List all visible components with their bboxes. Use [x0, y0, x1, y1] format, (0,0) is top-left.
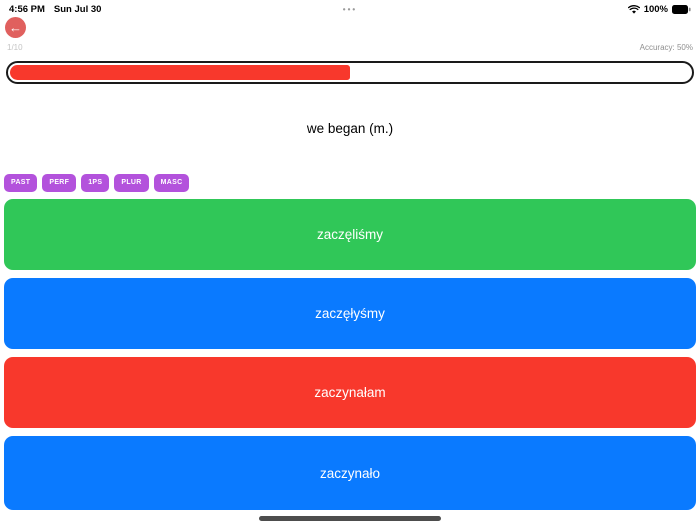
status-date: Sun Jul 30: [53, 4, 102, 15]
status-center-dots-icon: •••: [342, 5, 358, 14]
answer-option-1[interactable]: zaczęliśmy: [4, 199, 696, 270]
tag-plur: PLUR: [114, 174, 149, 192]
answer-option-2[interactable]: zaczęłyśmy: [4, 278, 696, 349]
meta-row: 1/10 Accuracy: 50%: [7, 43, 693, 52]
back-button[interactable]: ←: [5, 17, 26, 38]
question-prompt: we began (m.): [306, 121, 394, 136]
progress-bar-fill: [10, 65, 350, 80]
status-bar: 4:56 PM Sun Jul 30 ••• 100%: [0, 0, 700, 16]
tag-1ps: 1PS: [81, 174, 110, 192]
back-arrow-icon: ←: [9, 20, 22, 35]
status-left: 4:56 PM Sun Jul 30: [9, 4, 101, 15]
status-right: 100%: [627, 4, 691, 15]
answer-option-4[interactable]: zaczynało: [4, 436, 696, 510]
answer-list: zaczęliśmy zaczęłyśmy zaczynałam zaczyna…: [4, 199, 696, 510]
answer-option-3[interactable]: zaczynałam: [4, 357, 696, 428]
tag-masc: MASC: [153, 174, 190, 192]
accuracy-label: Accuracy: 50%: [639, 43, 693, 52]
progress-bar: [6, 61, 694, 84]
grammar-tag-row: PAST PERF 1PS PLUR MASC: [4, 174, 190, 192]
wifi-icon: [627, 5, 640, 14]
tag-past: PAST: [4, 174, 38, 192]
battery-icon: [672, 5, 691, 14]
tag-perf: PERF: [42, 174, 77, 192]
status-time: 4:56 PM: [9, 4, 45, 15]
home-indicator[interactable]: [259, 516, 441, 521]
battery-percent: 100%: [643, 4, 668, 15]
question-counter: 1/10: [7, 43, 23, 52]
